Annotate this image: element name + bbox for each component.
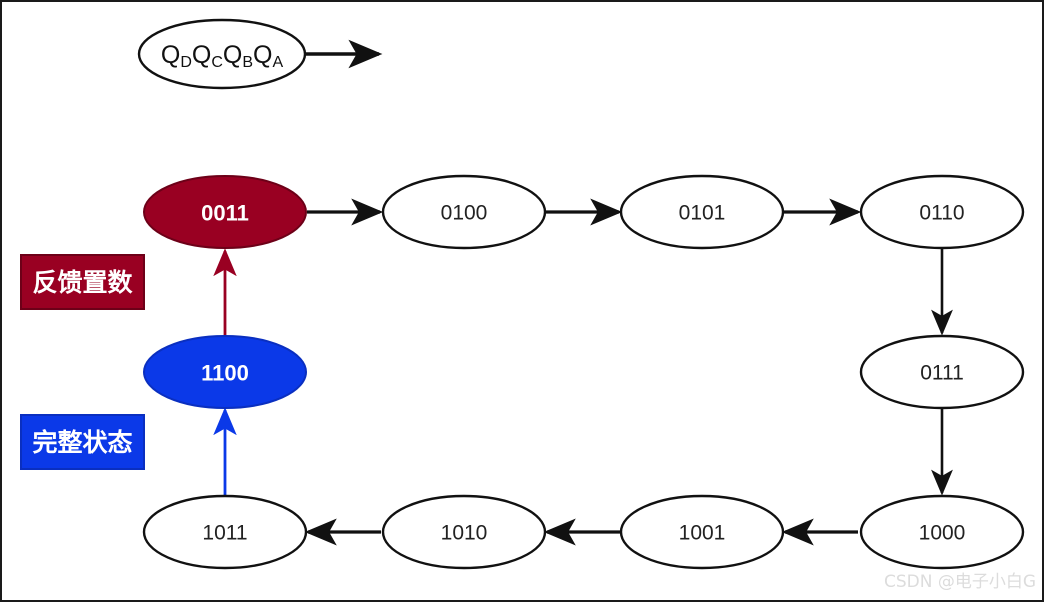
legend-ellipse (137, 18, 307, 90)
legend-sub-c: C (211, 54, 223, 71)
state-ellipse-0100[interactable] (381, 174, 547, 250)
state-node-0110[interactable]: 0110 (859, 174, 1025, 250)
legend-group: QDQCQBQA (137, 18, 383, 90)
legend-q2: Q (192, 41, 211, 69)
state-label-0011: 0011 (201, 201, 249, 226)
state-ellipse-1100[interactable] (143, 335, 307, 409)
legend-sub-b: B (242, 54, 253, 71)
state-node-0100[interactable]: 0100 (381, 174, 547, 250)
state-ellipse-1000[interactable] (859, 494, 1025, 570)
state-label-0111: 0111 (920, 362, 964, 385)
legend-label: QDQCQBQA (161, 41, 284, 71)
state-node-0101[interactable]: 0101 (619, 174, 785, 250)
state-node-1000[interactable]: 1000 (859, 494, 1025, 570)
legend-sub-d: D (180, 54, 192, 71)
state-label-0100: 0100 (441, 202, 488, 225)
state-ellipse-0011[interactable] (143, 175, 307, 249)
state-node-1011[interactable]: 1011 (142, 494, 308, 570)
tag-feedback-preset: 反馈置数 (20, 254, 145, 310)
state-ellipse-1011[interactable] (142, 494, 308, 570)
state-label-1100: 1100 (201, 361, 249, 386)
state-node-1010[interactable]: 1010 (381, 494, 547, 570)
nodes-group: 0011 0100 0101 0110 0111 1000 (142, 174, 1025, 570)
state-ellipse-1010[interactable] (381, 494, 547, 570)
state-node-0111[interactable]: 0111 (859, 334, 1025, 410)
state-label-0101: 0101 (679, 202, 726, 225)
state-node-0011[interactable]: 0011 (143, 175, 307, 249)
state-label-1000: 1000 (919, 522, 966, 545)
state-label-0110: 0110 (919, 202, 964, 225)
legend-q1: Q (161, 41, 180, 69)
state-label-1001: 1001 (679, 522, 726, 545)
state-ellipse-1001[interactable] (619, 494, 785, 570)
edges-group (213, 198, 953, 546)
state-node-1001[interactable]: 1001 (619, 494, 785, 570)
state-ellipse-0111[interactable] (859, 334, 1025, 410)
state-label-1010: 1010 (441, 522, 488, 545)
state-ellipse-0110[interactable] (859, 174, 1025, 250)
legend-q3: Q (223, 41, 242, 69)
tag-full-state: 完整状态 (20, 414, 145, 470)
legend-sub-a: A (272, 54, 283, 71)
state-node-1100[interactable]: 1100 (143, 335, 307, 409)
state-label-1011: 1011 (202, 522, 247, 545)
legend-q4: Q (253, 41, 272, 69)
state-ellipse-0101[interactable] (619, 174, 785, 250)
